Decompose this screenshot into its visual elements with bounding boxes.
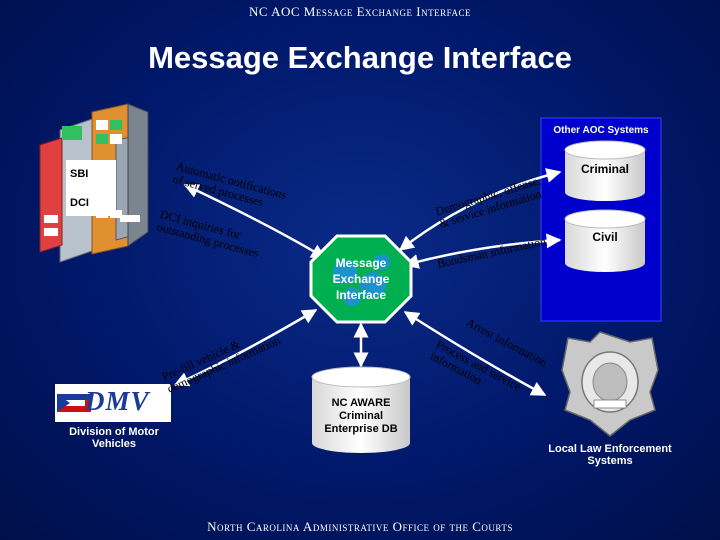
buildings-icon bbox=[39, 103, 149, 263]
dci-label: DCI bbox=[70, 197, 89, 209]
dmv-logo-icon bbox=[55, 384, 171, 422]
dmv-caption-line1: Division of Motor bbox=[69, 426, 159, 438]
law-caption-line2: Systems bbox=[587, 455, 633, 467]
law-caption-line1: Local Law Enforcement bbox=[548, 443, 672, 455]
hub-stop-sign-icon bbox=[309, 234, 413, 324]
hub-label-line1: Message bbox=[335, 256, 387, 270]
hub-civil-arrow bbox=[403, 233, 562, 269]
aoc-systems-label: Other AOC Systems bbox=[553, 125, 649, 136]
criminal-label: Criminal bbox=[580, 162, 629, 176]
database-label-line3: Enterprise DB bbox=[324, 423, 398, 435]
slide-title: Message Exchange Interface bbox=[148, 40, 572, 75]
database-label: NC AWARE Criminal Enterprise DB bbox=[310, 397, 412, 436]
sbi-label: SBI bbox=[70, 168, 89, 180]
sbi-hub-arrow bbox=[183, 183, 327, 260]
dmv-logo-text: DMV bbox=[85, 386, 150, 416]
hub-law-arrow bbox=[403, 310, 547, 397]
law-caption: Local Law Enforcement Systems bbox=[535, 443, 685, 467]
civil-label: Civil bbox=[592, 230, 618, 244]
criminal-cylinder-icon bbox=[564, 140, 646, 201]
dmv-caption: Division of Motor Vehicles bbox=[52, 426, 176, 450]
slide-footer: North Carolina Administrative Office of … bbox=[207, 519, 513, 534]
hub-label-line2: Exchange bbox=[332, 272, 390, 286]
database-label-line2: Criminal bbox=[338, 410, 383, 422]
slide-header: NC AOC Message Exchange Interface bbox=[249, 4, 471, 19]
hub-dmv-arrow bbox=[173, 308, 318, 387]
database-cylinder-icon bbox=[311, 366, 411, 453]
civil-cylinder-icon bbox=[564, 209, 646, 272]
police-badge-icon bbox=[561, 331, 659, 437]
hub-label-line3: Interface bbox=[335, 288, 387, 302]
hub-label: Message Exchange Interface bbox=[318, 255, 404, 303]
database-label-line1: NC AWARE bbox=[331, 397, 391, 409]
dmv-caption-line2: Vehicles bbox=[91, 438, 137, 450]
